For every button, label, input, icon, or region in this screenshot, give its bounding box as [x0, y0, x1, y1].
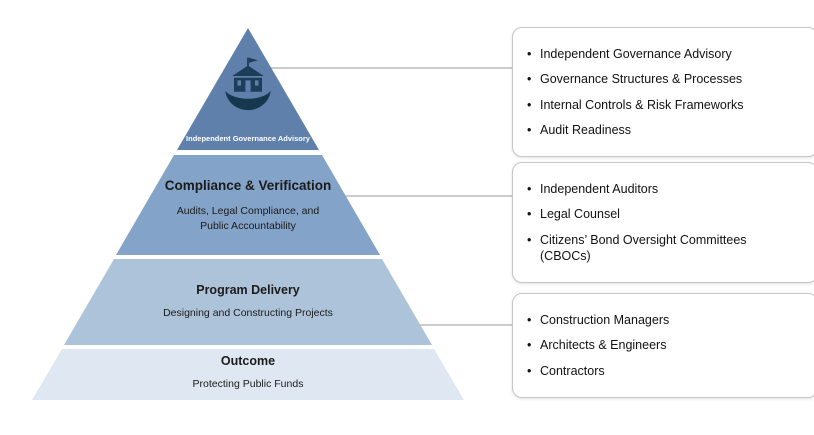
- list-item: Citizens’ Bond Oversight Committees (CBO…: [527, 232, 803, 265]
- tier4-subtitle: Protecting Public Funds: [192, 378, 304, 390]
- list-item: Independent Governance Advisory: [527, 46, 803, 63]
- list-item: Internal Controls & Risk Frameworks: [527, 97, 803, 114]
- callout-program-delivery: Construction Managers Architects & Engin…: [512, 293, 814, 398]
- pyramid-tier3-shape: [64, 259, 432, 345]
- tier2-title: Compliance & Verification: [164, 178, 332, 193]
- callout-governance-list: Independent Governance Advisory Governan…: [527, 35, 803, 149]
- tier2-subtitle: Audits, Legal Compliance, and Public Acc…: [176, 205, 320, 233]
- school-in-hand-icon: [220, 52, 276, 114]
- list-item: Governance Structures & Processes: [527, 71, 803, 88]
- tier3-title: Program Delivery: [196, 283, 300, 297]
- pyramid-tier4-shape: [32, 349, 464, 400]
- tier1-label: Independent Governance Advisory: [186, 134, 310, 143]
- list-item: Architects & Engineers: [527, 337, 803, 354]
- tier4-title: Outcome: [220, 354, 276, 368]
- tier3-subtitle: Designing and Constructing Projects: [163, 307, 333, 319]
- list-item: Independent Auditors: [527, 181, 803, 198]
- callout-delivery-list: Construction Managers Architects & Engin…: [527, 301, 803, 390]
- list-item: Contractors: [527, 363, 803, 380]
- callout-compliance-verification: Independent Auditors Legal Counsel Citiz…: [512, 162, 814, 283]
- list-item: Audit Readiness: [527, 122, 803, 139]
- pyramid-tier2-shape: [116, 155, 380, 255]
- callout-compliance-list: Independent Auditors Legal Counsel Citiz…: [527, 170, 803, 275]
- list-item: Construction Managers: [527, 312, 803, 329]
- list-item: Legal Counsel: [527, 206, 803, 223]
- callout-governance-advisory: Independent Governance Advisory Governan…: [512, 27, 814, 157]
